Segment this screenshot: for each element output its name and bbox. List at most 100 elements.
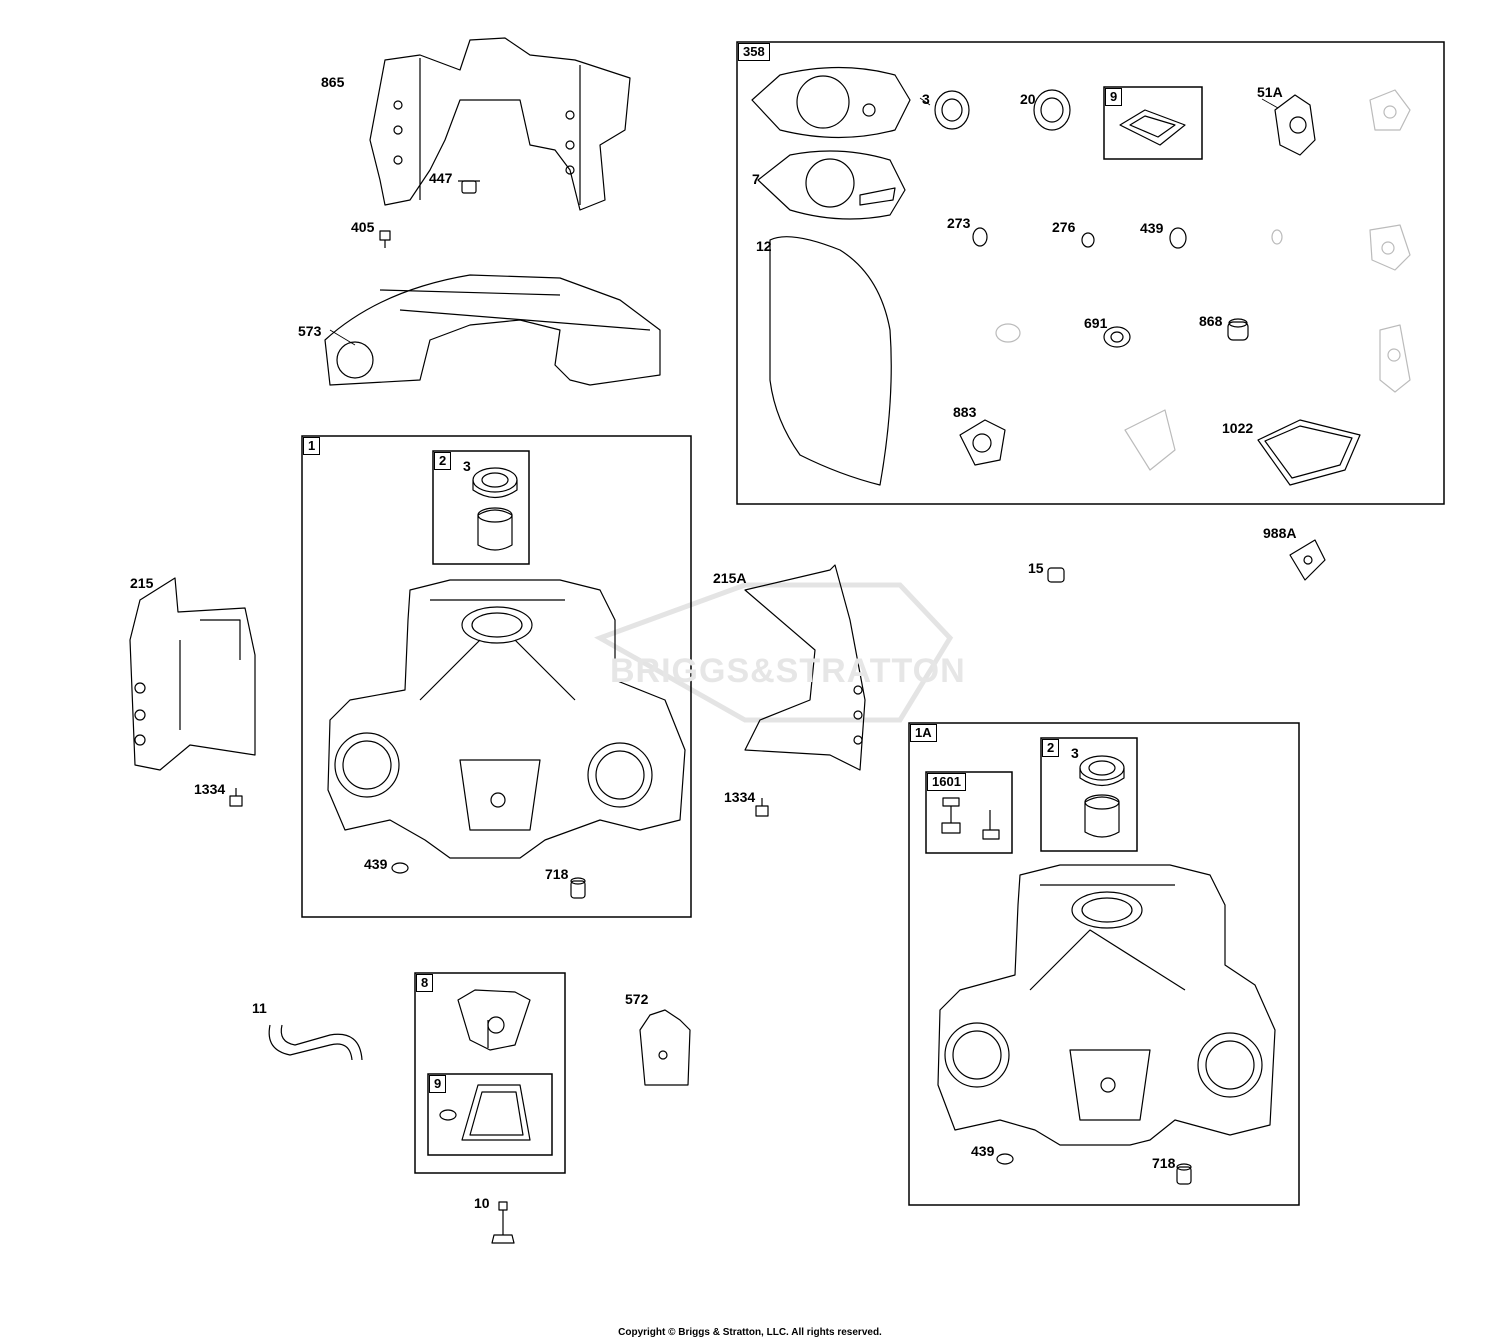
label-276: 276 [1052, 219, 1076, 235]
box-1601 [925, 771, 1013, 854]
box-tag-1601: 1601 [927, 773, 966, 791]
dowel-718-box1 [570, 877, 586, 899]
washer-439-box1A [996, 1153, 1014, 1165]
label-439-box1A: 439 [971, 1143, 995, 1159]
watermark-text: BRIGGS&STRATTON [610, 652, 966, 690]
blower-housing-base [324, 274, 661, 386]
grommet-ghost [995, 323, 1021, 343]
label-3-box1: 3 [463, 458, 471, 474]
watermark-logo [594, 582, 954, 723]
crankcase-box1A [937, 864, 1276, 1146]
label-865: 865 [321, 74, 345, 90]
gasket-ghost-3 [1379, 324, 1411, 393]
gasket-988A [1289, 539, 1326, 581]
screw-1334-left [229, 788, 243, 807]
label-215A: 215A [713, 570, 747, 586]
breather-tube-11 [268, 1024, 363, 1061]
label-718-box1A: 718 [1152, 1155, 1176, 1171]
cylinder-head-gasket-lower [757, 150, 906, 220]
washer-273 [972, 227, 988, 247]
label-3-seal: 3 [922, 91, 930, 107]
box-tag-1: 1 [303, 437, 321, 455]
copyright-notice: Copyright © Briggs & Stratton, LLC. All … [618, 1327, 882, 1338]
gasket-883 [959, 419, 1006, 466]
screw-447 [458, 180, 480, 194]
label-447: 447 [429, 170, 453, 186]
gasket-51A [1274, 94, 1316, 156]
valve-cover-gasket-1022 [1257, 419, 1361, 486]
oil-seal-3 [934, 90, 970, 130]
label-691: 691 [1084, 315, 1108, 331]
label-20: 20 [1020, 91, 1036, 107]
bearing-seal-3-box1A [1079, 755, 1125, 787]
washer-439 [1169, 227, 1187, 249]
label-273: 273 [947, 215, 971, 231]
label-10: 10 [474, 1195, 490, 1211]
oil-seal-20 [1033, 89, 1071, 131]
ghost-washer [1271, 229, 1283, 245]
label-7: 7 [752, 171, 760, 187]
label-718-box1: 718 [545, 866, 569, 882]
box-2-bearing-b [1040, 737, 1138, 852]
box-9-gasket [1103, 86, 1203, 160]
box-1 [301, 435, 692, 918]
label-12: 12 [756, 238, 772, 254]
label-439-box1: 439 [364, 856, 388, 872]
bolts-1601 [941, 797, 1000, 840]
cylinder-head-gasket-upper [751, 66, 911, 139]
breather-seal-9 [439, 1084, 531, 1141]
box-tag-9-gasket: 9 [1105, 88, 1123, 106]
label-868: 868 [1199, 313, 1223, 329]
box-tag-2-box1A: 2 [1042, 739, 1060, 757]
gasket-ghost-4 [1124, 409, 1176, 471]
box-tag-8: 8 [416, 974, 434, 992]
box-358 [736, 41, 1445, 505]
leader-lines [329, 97, 1279, 346]
dowel-718-box1A [1176, 1163, 1192, 1185]
kit-boxes [301, 41, 1445, 1206]
label-439-set: 439 [1140, 220, 1164, 236]
box-tag-9-seal: 9 [429, 1075, 447, 1093]
label-1334-right: 1334 [724, 789, 756, 805]
label-11: 11 [252, 1000, 267, 1016]
blower-housing-shroud [369, 37, 631, 211]
washer-276 [1081, 232, 1095, 248]
gasket-9-rectangular [1119, 109, 1186, 146]
breather-cover-8 [457, 989, 531, 1051]
plug-15 [1047, 567, 1065, 583]
main-bearing-box1A [1084, 794, 1120, 838]
bracket-572 [639, 1009, 691, 1086]
label-51A: 51A [1257, 84, 1283, 100]
seal-691 [1103, 326, 1131, 348]
label-405: 405 [351, 219, 375, 235]
box-8 [414, 972, 566, 1174]
washer-439-box1 [391, 862, 409, 874]
gasket-ghost-1 [1369, 89, 1411, 131]
crankcase-box1 [327, 579, 686, 859]
bearing-seal-3-box1 [472, 467, 518, 499]
box-tag-2-box1: 2 [434, 452, 452, 470]
label-215: 215 [130, 575, 154, 591]
box-1A [908, 722, 1300, 1206]
seal-868 [1227, 318, 1249, 341]
label-883: 883 [953, 404, 977, 420]
label-3-box1A: 3 [1071, 745, 1079, 761]
box-tag-1A: 1A [910, 724, 937, 742]
air-guide-215 [129, 577, 256, 771]
label-1022: 1022 [1222, 420, 1254, 436]
main-bearing-box1 [477, 507, 513, 551]
screw-405 [379, 230, 391, 248]
crankcase-gasket-12 [769, 236, 892, 486]
air-guide-215A [744, 564, 866, 771]
label-1334-left: 1334 [194, 781, 226, 797]
box-tag-358: 358 [738, 43, 770, 61]
screw-1334-right [755, 798, 769, 817]
box-2-bearing [432, 450, 530, 565]
gasket-ghost-2 [1369, 224, 1411, 271]
bolt-10 [491, 1201, 515, 1244]
label-573: 573 [298, 323, 322, 339]
label-15: 15 [1028, 560, 1044, 576]
box-9-seal [427, 1073, 553, 1156]
label-988A: 988A [1263, 525, 1297, 541]
